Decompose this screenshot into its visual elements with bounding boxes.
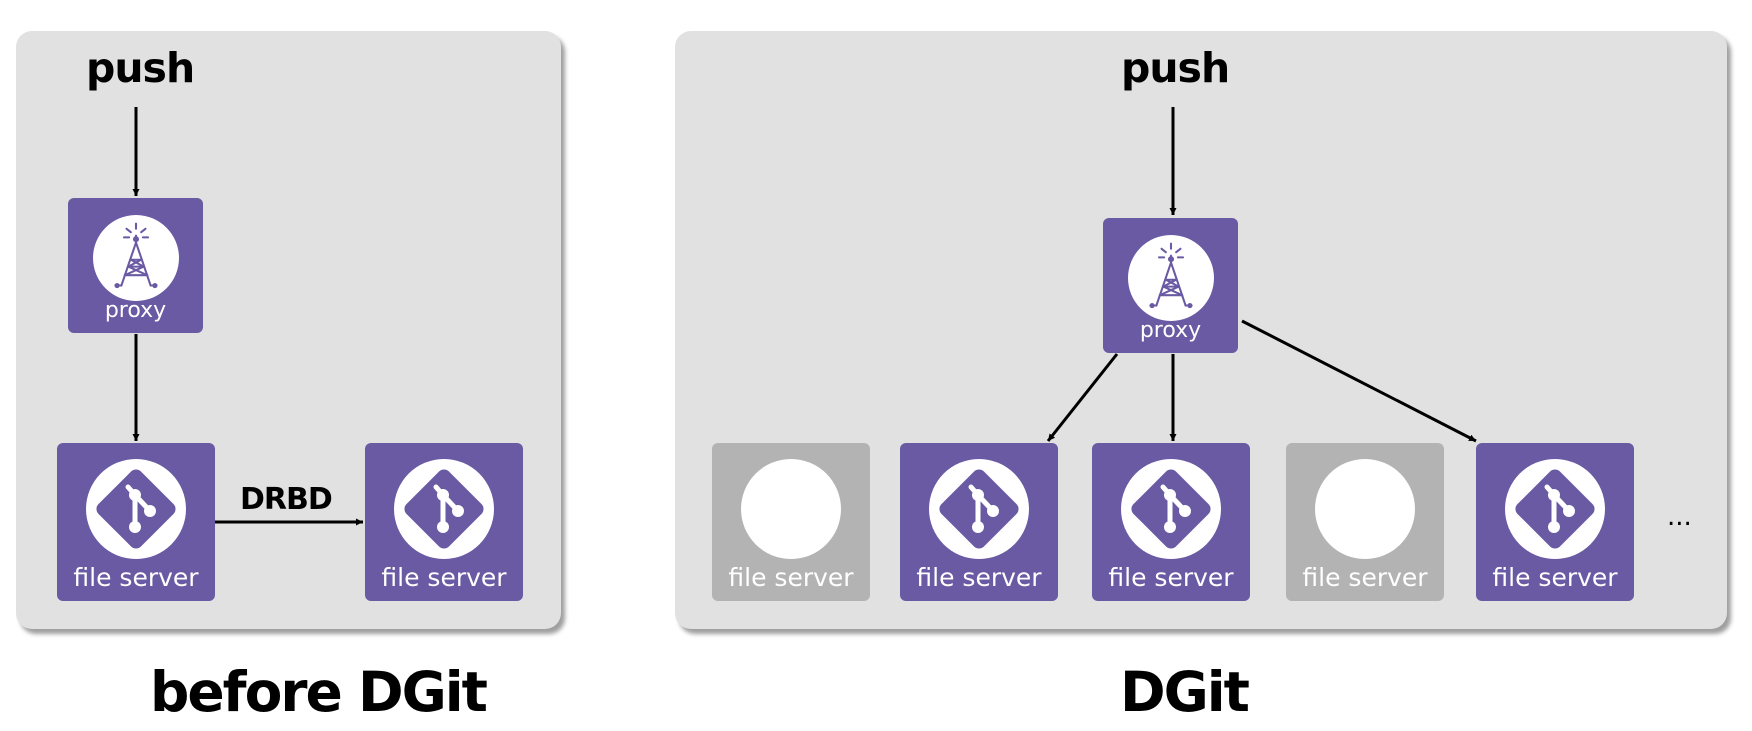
file-server-node: file server (1476, 443, 1634, 601)
file-server-label: file server (1302, 563, 1428, 592)
proxy-node: proxy (1103, 218, 1238, 353)
more-servers-ellipsis: ... (1667, 502, 1692, 532)
proxy-to-file-server-2-arrow (1046, 353, 1119, 442)
file-server-node: file server (1092, 443, 1250, 601)
proxy-label: proxy (1139, 318, 1202, 343)
file-server-node: file server (57, 443, 215, 601)
proxy-label: proxy (104, 298, 167, 323)
git-logo-icon (1121, 459, 1221, 559)
file-server-label: file server (916, 563, 1042, 592)
file-server-node-inactive: file server (712, 443, 870, 601)
radio-tower-icon (1128, 235, 1214, 321)
git-logo-icon (86, 459, 186, 559)
proxy-node: proxy (68, 198, 203, 333)
radio-tower-icon (93, 215, 179, 301)
before-dgit-caption: before DGit (150, 660, 488, 724)
file-server-label: file server (73, 563, 199, 592)
git-logo-icon (1505, 459, 1605, 559)
dgit-caption: DGit (1120, 660, 1250, 724)
file-server-node: file server (900, 443, 1058, 601)
file-server-node-inactive: file server (1286, 443, 1444, 601)
git-logo-icon (929, 459, 1029, 559)
file-server-label: file server (728, 563, 854, 592)
push-label: push (1121, 44, 1230, 92)
file-server-node: file server (365, 443, 523, 601)
git-logo-icon (394, 459, 494, 559)
empty-circle-icon (1315, 459, 1415, 559)
file-server-label: file server (381, 563, 507, 592)
proxy-to-file-server-5-arrow (1241, 319, 1477, 443)
file-server-label: file server (1108, 563, 1234, 592)
file-server-label: file server (1492, 563, 1618, 592)
empty-circle-icon (741, 459, 841, 559)
push-label: push (86, 44, 195, 92)
drbd-label: DRBD (240, 482, 333, 517)
